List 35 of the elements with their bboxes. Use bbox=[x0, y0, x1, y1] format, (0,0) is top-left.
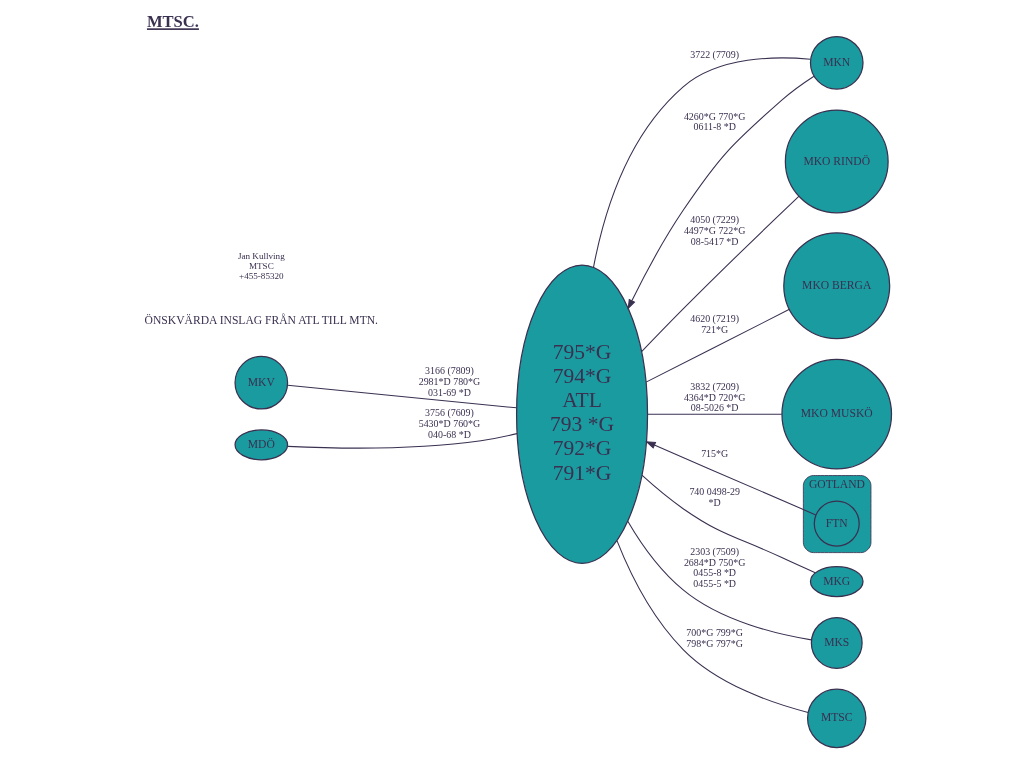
edge-label: 715*G bbox=[701, 447, 729, 459]
edge-label: 2303 (7509) 2684*D 750*G 0455-8 *D 0455-5 *D bbox=[683, 545, 746, 590]
edge-label: 4260*G 770*G 0611-8 *D bbox=[683, 110, 746, 133]
label: Jan Kullving MTSC +455-85320 bbox=[237, 251, 285, 281]
label: ÖNSKVÄRDA INSLAG FRÅN ATL TILL MTN. bbox=[144, 313, 379, 327]
connector bbox=[647, 413, 783, 415]
edge-label: 4050 (7229) 4497*G 722*G 08-5417 *D bbox=[683, 214, 746, 247]
connector bbox=[616, 540, 809, 713]
node-ellipse: MKG bbox=[809, 566, 864, 598]
connector bbox=[627, 520, 812, 641]
connector bbox=[287, 384, 517, 409]
node-circle: MKV bbox=[234, 355, 289, 410]
edge-label: 3166 (7809) 2981*D 780*G 031-69 *D bbox=[418, 365, 481, 398]
node-circle: MKO RINDÖ bbox=[784, 109, 889, 214]
edge-label: 3756 (7609) 5430*D 760*G 040-68 *D bbox=[418, 407, 481, 440]
connector bbox=[641, 474, 816, 574]
arrow bbox=[627, 75, 815, 310]
diagram-title: MTSC. bbox=[146, 12, 199, 32]
connector bbox=[592, 57, 811, 268]
node-circle: MKN bbox=[809, 35, 864, 90]
node-circle: MKO MUSKÖ bbox=[781, 358, 893, 470]
node-circle: FTN bbox=[813, 500, 860, 547]
connector bbox=[287, 433, 518, 449]
edge-label: 700*G 799*G 798*G 797*G bbox=[686, 626, 743, 649]
edge-label: 4620 (7219) 721*G bbox=[690, 312, 740, 335]
connector bbox=[645, 308, 790, 383]
node-ellipse: 795*G 794*G ATL 793 *G 792*G 791*G bbox=[515, 264, 649, 564]
node-circle: MKS bbox=[810, 616, 863, 669]
node-circle: MKO BERGA bbox=[783, 232, 891, 340]
node-ellipse: MDÖ bbox=[234, 429, 289, 461]
node-circle: MTSC bbox=[806, 688, 867, 749]
edge-label: 3722 (7709) bbox=[690, 49, 740, 61]
edge-label: 3832 (7209) 4364*D 720*G 08-5026 *D bbox=[683, 380, 746, 414]
connector bbox=[641, 195, 800, 353]
edge-label: 740 0498-29 *D bbox=[689, 486, 740, 508]
